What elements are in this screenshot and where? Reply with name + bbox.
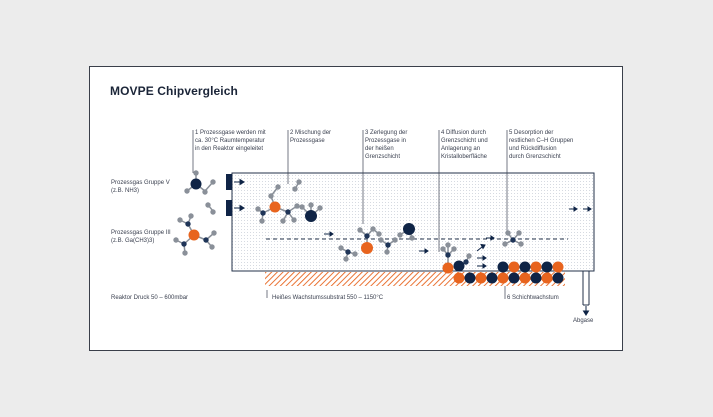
step-6-label: 6 Schichtwachstum: [507, 295, 559, 301]
step-4-label: 4 Diffusion durch Grenzschicht und Anlag…: [441, 130, 488, 160]
inlet-iii: [226, 200, 232, 216]
step-5-label: 5 Desorption der restlichen C–H Gruppen …: [509, 130, 574, 160]
molecule-mixing-tmga: [255, 179, 302, 224]
molecule-surface-4: [440, 242, 472, 267]
exhaust-label: Abgase: [573, 318, 594, 324]
flow-arrows: [324, 231, 495, 269]
step-2-label: 2 Mischung der Prozessgase: [290, 130, 332, 144]
substrate-label: Heißes Wachstumssubstrat 550 – 1150°C: [272, 295, 384, 301]
molecule-decomp-1: [357, 226, 382, 254]
molecule-desorbing: [502, 230, 524, 247]
step-1-label: 1 Prozessgase werden mit ca. 30°C Raumte…: [195, 130, 266, 152]
diagram-title: MOVPE Chipvergleich: [110, 84, 238, 98]
molecule-nh3-input: [184, 170, 216, 195]
input-v-label: Prozessgas Gruppe V (z.B. NH3): [111, 180, 170, 194]
molecule-mixing-nh3: [299, 202, 323, 222]
inlet-arrows: [234, 178, 245, 212]
step-lines: [192, 130, 508, 299]
molecule-decomp-nh3: [397, 223, 415, 241]
reactor-chamber: [231, 172, 595, 272]
molecule-decomp-3: [378, 237, 398, 255]
molecule-tmga-input: [173, 202, 217, 256]
input-iii-label: Prozessgas Gruppe III (z.B. Ga(CH3)3): [111, 230, 171, 244]
inlet-v: [226, 174, 232, 190]
step-3-label: 3 Zerlegung der Prozessgase in der heiße…: [365, 130, 408, 160]
molecule-decomp-2: [338, 245, 358, 262]
crystal-layer: [442, 260, 564, 284]
outlet-arrows: [569, 206, 592, 212]
exhaust-pipe: [582, 271, 590, 306]
exhaust-arrow: [582, 306, 590, 316]
pressure-label: Reaktor Druck 50 – 600mbar: [111, 295, 189, 301]
